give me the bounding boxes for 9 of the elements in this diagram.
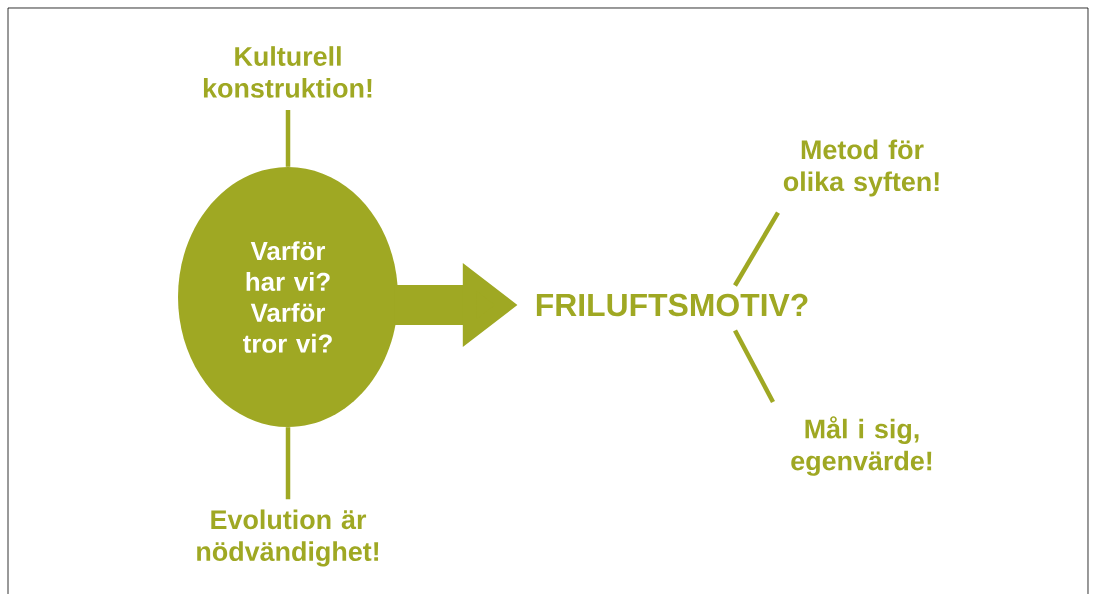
label-text: Mål i sig, egenvärde!: [791, 416, 932, 476]
label-text: Metod för olika syften!: [783, 139, 939, 197]
connector-line: [285, 427, 291, 500]
connector-line: [733, 329, 775, 403]
connector-line: [733, 211, 780, 287]
label-text: Kulturell konstruktion!: [203, 46, 372, 98]
label-text: Evolution är nödvändighet!: [197, 509, 379, 567]
connector-line: [285, 110, 291, 167]
heading-text: FRILUFTSMOTIV?: [536, 293, 808, 317]
